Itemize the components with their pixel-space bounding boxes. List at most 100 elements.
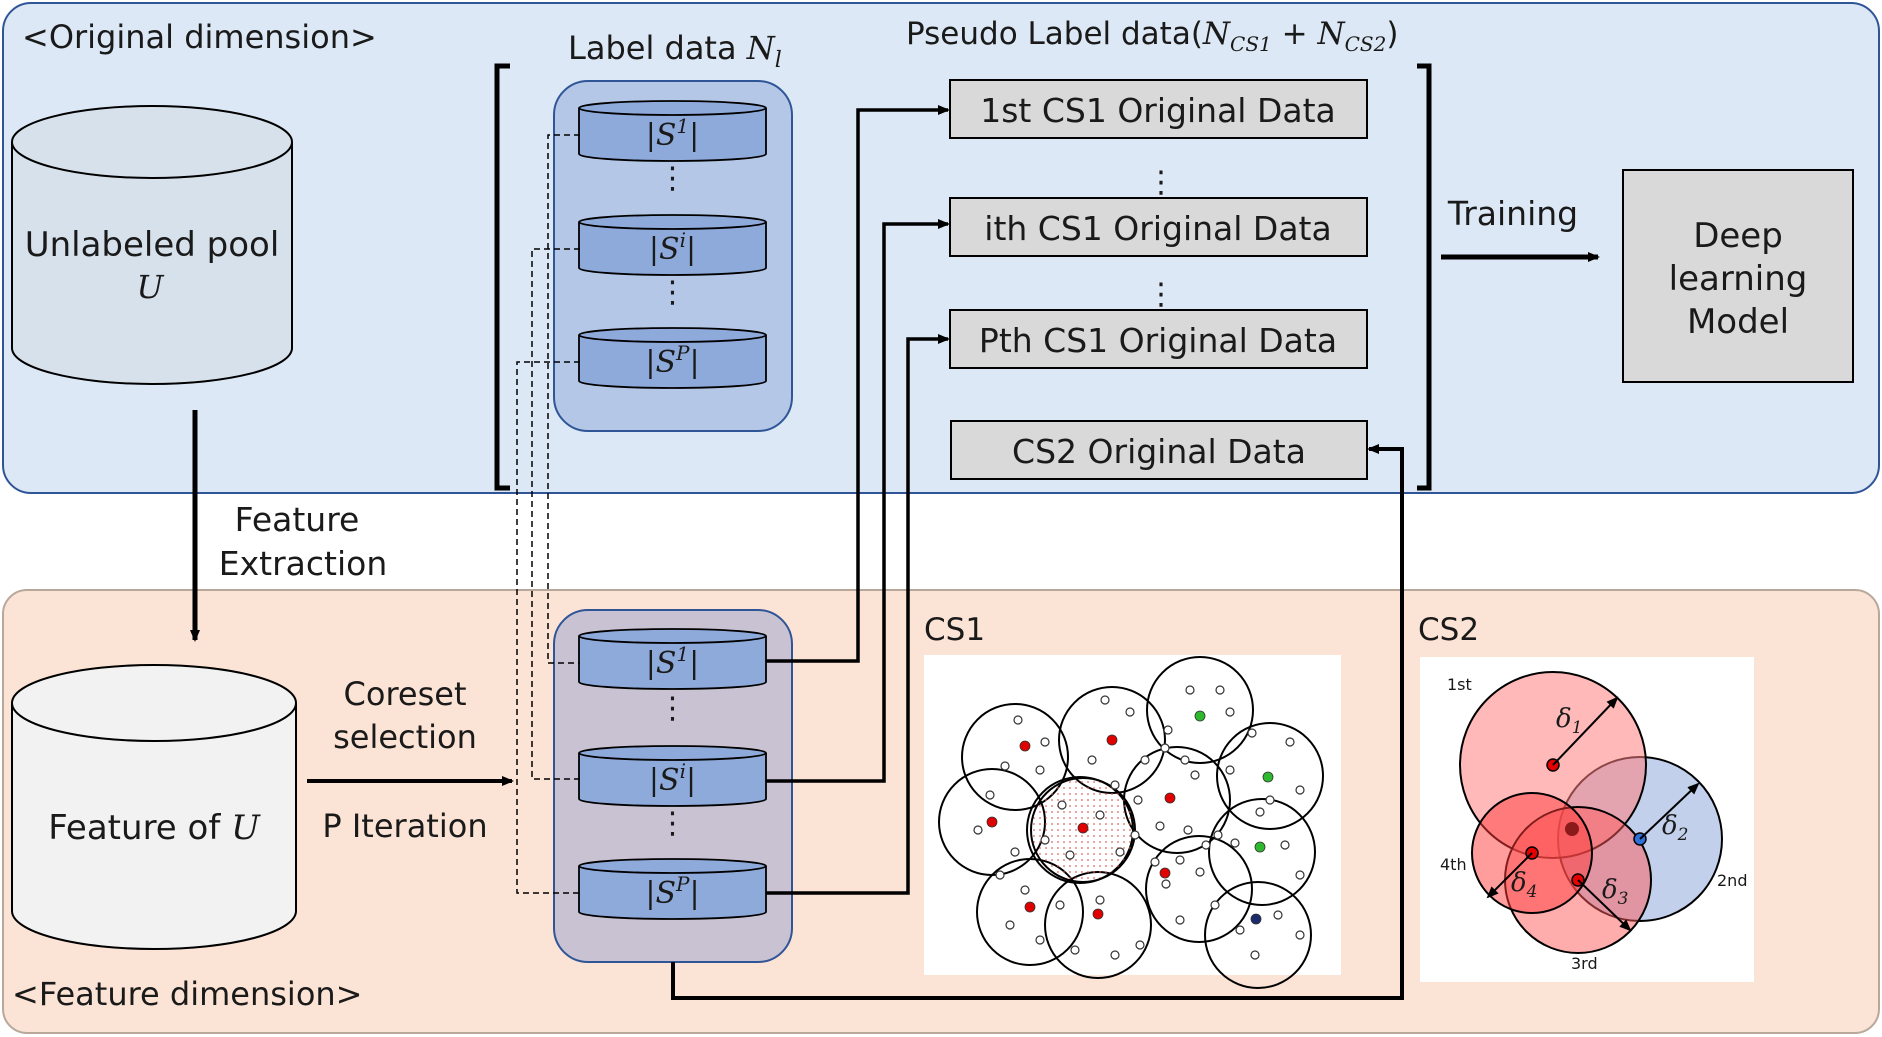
cs2-radius-4	[1486, 852, 1533, 899]
cs1-sample-point	[1095, 810, 1105, 820]
model-line-3: Model	[1687, 302, 1789, 342]
cs1-sample-point	[1235, 925, 1245, 935]
cs1-center-point-6	[1077, 822, 1089, 834]
cs1-box-i-label: ith CS1 Original Data	[984, 209, 1331, 248]
cs2-box-label: CS2 Original Data	[1012, 432, 1306, 471]
feature-subset-disk-1: |S1|	[578, 628, 767, 690]
cs2-radius-3	[1577, 879, 1632, 932]
cs1-center-point-1	[1019, 740, 1031, 752]
cs1-box-i: ith CS1 Original Data	[949, 197, 1368, 257]
feature-subset-disk-p: |SP|	[578, 858, 767, 920]
cs1-sample-point	[1155, 821, 1165, 831]
pseudo-label-bracket-left	[494, 63, 510, 491]
cs1-sample-point	[1213, 830, 1223, 840]
cs1-sample-point	[1130, 830, 1140, 840]
cs1-sample-point	[1057, 800, 1067, 810]
feature-subset-label-p: |SP|	[645, 872, 699, 911]
cs1-center-point-2	[1106, 734, 1118, 746]
cs1-sample-point	[1135, 940, 1145, 950]
cs1-sample-point	[1215, 685, 1225, 695]
cs1-sample-point	[1210, 900, 1220, 910]
cs1-sample-point	[1013, 715, 1023, 725]
cs1-sample-point	[1087, 755, 1097, 765]
cs1-box-p-label: Pth CS1 Original Data	[979, 321, 1337, 360]
cs1-center-point-8	[1254, 841, 1266, 853]
cs1-sample-point	[1150, 857, 1160, 867]
cs2-delta-2: δ2	[1662, 811, 1688, 845]
cs1-sample-point	[1295, 930, 1305, 940]
cs1-sample-point	[1020, 885, 1030, 895]
deep-learning-model-box: Deep learning Model	[1622, 169, 1854, 383]
cs1-sample-point	[1040, 835, 1050, 845]
cs1-sample-point	[1190, 770, 1200, 780]
cs1-sample-point	[1095, 895, 1105, 905]
cs1-sample-point	[1115, 847, 1125, 857]
cs1-sample-point	[1295, 870, 1305, 880]
cs2-radius-2	[1639, 782, 1700, 840]
cs1-sample-point	[1010, 847, 1020, 857]
cs1-center-point-11	[1159, 867, 1171, 879]
cs1-sample-point	[1160, 743, 1170, 753]
cs2-order-3rd: 3rd	[1571, 954, 1598, 973]
cs1-center-point-5	[986, 816, 998, 828]
cs2-radius-circles	[1459, 671, 1723, 954]
feature-subset-vdots-2: ⋮	[658, 806, 688, 841]
cs1-sample-point	[1035, 935, 1045, 945]
cs1-sample-point	[1255, 807, 1265, 817]
cs1-sample-point	[1140, 755, 1150, 765]
cs1-circle-4	[1216, 722, 1324, 830]
cs1-center-point-12	[1250, 913, 1262, 925]
coreset-label-2: selection	[333, 718, 477, 756]
label-subset-vdots-2: ⋮	[658, 275, 688, 310]
cs1-center-point-9	[1024, 901, 1036, 913]
training-label: Training	[1447, 194, 1578, 233]
cs1-sample-point	[995, 870, 1005, 880]
cs1-title: CS1	[924, 612, 985, 648]
cs1-circle-1	[961, 703, 1069, 811]
cs1-sample-point	[1280, 840, 1290, 850]
dashed-correspondence-lines	[516, 134, 580, 894]
cs1-box-1-label: 1st CS1 Original Data	[980, 91, 1336, 130]
cs2-order-1st: 1st	[1447, 675, 1472, 694]
cs1-sample-point	[1273, 910, 1283, 920]
cs1-sample-point	[1195, 867, 1205, 877]
label-subset-disk-p: |SP|	[578, 327, 767, 389]
original-dimension-panel	[2, 2, 1880, 494]
connector-sp-to-cs1-p	[766, 334, 950, 895]
cs2-title: CS2	[1418, 612, 1479, 648]
cs1-sample-point	[1055, 900, 1065, 910]
cs1-center-point-7	[1164, 792, 1176, 804]
cs1-sample-point	[1163, 725, 1173, 735]
cs2-delta-3: δ3	[1602, 875, 1628, 909]
cs1-sample-point	[1247, 728, 1257, 738]
feature-dimension-label: <Feature dimension>	[12, 975, 362, 1013]
cs2-delta-1: δ1	[1556, 704, 1582, 738]
cs1-circle-8	[1208, 798, 1316, 906]
original-dimension-label: <Original dimension>	[22, 18, 377, 56]
cs1-box-1: 1st CS1 Original Data	[949, 79, 1368, 139]
connector-s1-to-cs1-1	[766, 105, 950, 663]
model-line-2: learning	[1669, 259, 1808, 299]
label-subset-disk-1: |S1|	[578, 100, 767, 162]
cs1-sample-point	[1125, 707, 1135, 717]
cs1-sample-point	[1161, 879, 1171, 889]
cs1-sample-point	[1133, 795, 1143, 805]
cs2-delta-4: δ4	[1511, 868, 1537, 902]
cs1-sample-point	[1225, 707, 1235, 717]
cs1-sample-point	[1110, 780, 1120, 790]
pseudo-label-title: Pseudo Label data(NCS1 + NCS2)	[906, 16, 1398, 56]
cs1-circle-12	[1204, 881, 1312, 989]
cs1-center-point-4	[1262, 771, 1274, 783]
cs1-sample-point	[1035, 765, 1045, 775]
feature-pool-text: Feature of U	[48, 808, 261, 848]
cs1-box-vdots-2: ⋮	[1146, 277, 1176, 312]
model-line-1: Deep	[1693, 216, 1783, 256]
connector-group-to-cs2	[671, 444, 1404, 1000]
cs1-center-point-10	[1092, 908, 1104, 920]
cs1-sample-point	[1225, 765, 1235, 775]
coreset-label-1: Coreset	[344, 675, 467, 713]
coreset-label-3: P Iteration	[322, 807, 487, 845]
feature-extraction-label-1: Feature	[235, 500, 360, 539]
feature-extraction-label-2: Extraction	[219, 544, 387, 583]
cs2-overlap-dot	[1565, 822, 1579, 836]
